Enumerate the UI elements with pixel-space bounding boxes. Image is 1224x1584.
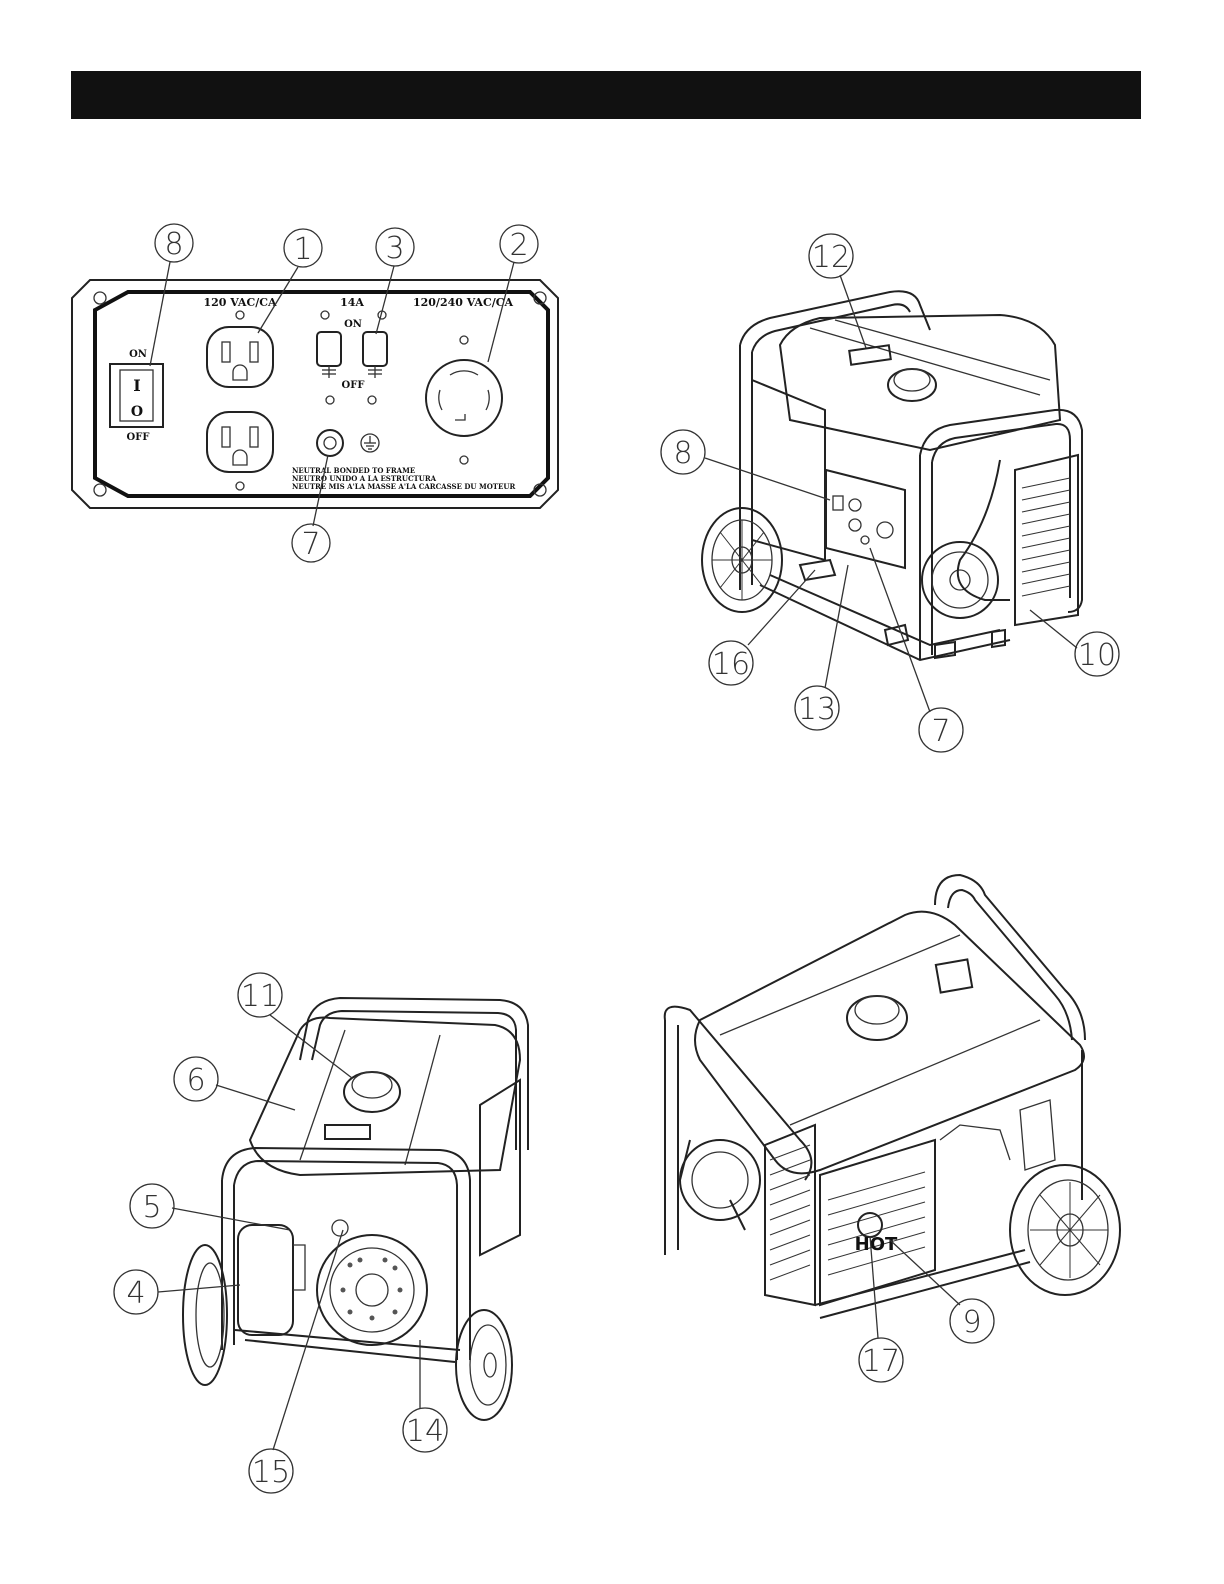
- svg-text:2: 2: [509, 228, 528, 263]
- callout-fl-4: 4: [114, 1270, 158, 1314]
- svg-text:15: 15: [252, 1455, 290, 1490]
- switch-symbol-on: I: [133, 376, 140, 395]
- ground-terminal[interactable]: [317, 430, 343, 456]
- callout-fr-7: 7: [919, 708, 963, 752]
- callout-fl-14: 14: [403, 1408, 447, 1452]
- svg-text:11: 11: [241, 979, 279, 1014]
- callout-fl-5: 5: [130, 1184, 174, 1228]
- svg-text:16: 16: [712, 647, 750, 682]
- circuit-breaker-left[interactable]: [317, 332, 341, 378]
- callout-panel-3: 3: [376, 228, 414, 266]
- callout-panel-1: 1: [284, 229, 322, 267]
- switch-off-label: OFF: [127, 432, 150, 443]
- control-panel-figure: 120 VAC/CA 14A ON OFF 120/240 VAC/CA ON …: [72, 224, 558, 562]
- callout-panel-8: 8: [155, 224, 193, 262]
- switch-symbol-off: O: [131, 404, 143, 420]
- callout-fr-8: 8: [661, 430, 705, 474]
- generator-front-left-view: 11 6 5 4 15 14: [114, 973, 528, 1493]
- callout-fl-6: 6: [174, 1057, 218, 1101]
- hot-warning-decal: HOT: [855, 1234, 898, 1255]
- svg-text:7: 7: [931, 714, 950, 749]
- callout-panel-7: 7: [292, 524, 330, 562]
- circuit-breaker-right[interactable]: [363, 332, 387, 378]
- svg-text:12: 12: [812, 240, 850, 275]
- svg-text:13: 13: [798, 692, 836, 727]
- breaker-amp-label: 14A: [340, 296, 364, 309]
- svg-text:7: 7: [301, 527, 320, 562]
- svg-text:6: 6: [186, 1063, 205, 1098]
- svg-text:17: 17: [862, 1344, 900, 1379]
- neutral-note-line-3: NEUTRE MIS A'LA MASSE A'LA CARCASSE DU M…: [292, 482, 515, 491]
- breaker-off-label: OFF: [342, 380, 365, 391]
- ground-symbol-icon: [361, 434, 379, 452]
- callout-fr-16: 16: [709, 641, 753, 685]
- generator-front-right-view: 12 8 16 13 7 10: [661, 234, 1119, 752]
- receptacle-top[interactable]: [207, 327, 273, 387]
- twist-lock-label: 120/240 VAC/CA: [413, 296, 514, 309]
- callout-fl-15: 15: [249, 1449, 293, 1493]
- svg-text:3: 3: [385, 231, 404, 266]
- switch-on-label: ON: [129, 349, 147, 360]
- receptacle-bottom[interactable]: [207, 412, 273, 472]
- callout-fr-13: 13: [795, 686, 839, 730]
- svg-text:8: 8: [673, 436, 692, 471]
- callout-fr-10: 10: [1075, 632, 1119, 676]
- breaker-on-label: ON: [344, 319, 362, 330]
- svg-text:4: 4: [126, 1276, 145, 1311]
- generator-rear-view: HOT 9 17: [665, 875, 1120, 1382]
- svg-text:5: 5: [142, 1190, 161, 1225]
- svg-text:10: 10: [1078, 638, 1116, 673]
- callout-rear-9: 9: [950, 1299, 994, 1343]
- svg-text:9: 9: [962, 1305, 981, 1340]
- svg-text:8: 8: [164, 227, 183, 262]
- twist-lock-receptacle[interactable]: [426, 360, 502, 436]
- callout-fr-12: 12: [809, 234, 853, 278]
- svg-text:1: 1: [293, 232, 312, 267]
- callout-rear-17: 17: [859, 1338, 903, 1382]
- receptacle-label: 120 VAC/CA: [203, 296, 277, 309]
- callout-panel-2: 2: [500, 225, 538, 263]
- callout-fl-11: 11: [238, 973, 282, 1017]
- svg-text:14: 14: [406, 1414, 444, 1449]
